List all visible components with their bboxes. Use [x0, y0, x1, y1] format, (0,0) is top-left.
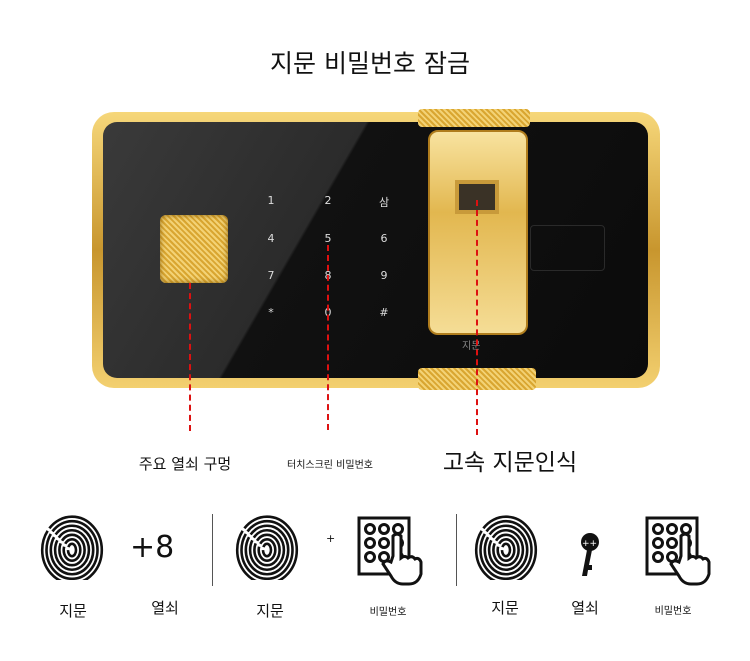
callout-keyhole: 주요 열쇠 구멍	[138, 455, 232, 473]
callout-fingerprint: 고속 지문인식	[442, 450, 578, 476]
page-title: 지문 비밀번호 잠금	[270, 49, 470, 78]
keypad-key[interactable]: 4	[267, 232, 275, 245]
keypad-key[interactable]: 9	[380, 269, 388, 282]
callout-line-keyhole	[189, 283, 191, 431]
callout-touchscreen: 터치스크린 비밀번호	[287, 460, 373, 471]
keypad-key[interactable]: 2	[324, 194, 332, 207]
mode-label: 지문	[59, 602, 87, 620]
keypad-key[interactable]: #	[379, 306, 389, 319]
keyhole-cover[interactable]	[160, 215, 228, 283]
mode-label: 지문	[256, 602, 284, 620]
mode-label: 비밀번호	[369, 607, 407, 618]
fingerprint-module-label: 지문	[462, 341, 481, 352]
key-icon: ++	[576, 532, 602, 582]
keypad-hand-icon	[357, 516, 429, 590]
plus-text: +	[326, 532, 336, 545]
keypad-hand-icon	[645, 516, 717, 590]
mode-label: 지문	[491, 599, 519, 617]
mode-label: 비밀번호	[654, 606, 692, 617]
divider	[456, 514, 457, 586]
fingerprint-icon	[474, 514, 538, 585]
keypad-key[interactable]: 1	[267, 194, 275, 207]
plus-eight-text: +8	[130, 530, 175, 565]
divider	[212, 514, 213, 586]
keypad-key[interactable]: 삼	[378, 196, 390, 209]
fingerprint-icon	[235, 514, 299, 585]
keypad-key[interactable]: 5	[324, 232, 332, 245]
keypad-key[interactable]: 6	[380, 232, 388, 245]
callout-line-keypad	[327, 245, 329, 430]
gold-trim-top	[418, 109, 530, 127]
sensor-window	[530, 225, 605, 271]
mode-label: 열쇠	[571, 599, 599, 617]
callout-line-fingerprint	[476, 200, 478, 435]
mode-label: 열쇠	[151, 599, 179, 617]
fingerprint-module	[428, 130, 528, 335]
keypad-key[interactable]: 7	[267, 269, 275, 282]
fingerprint-icon	[40, 514, 104, 585]
keypad-key[interactable]: *	[268, 306, 274, 319]
svg-text:++: ++	[582, 539, 597, 549]
